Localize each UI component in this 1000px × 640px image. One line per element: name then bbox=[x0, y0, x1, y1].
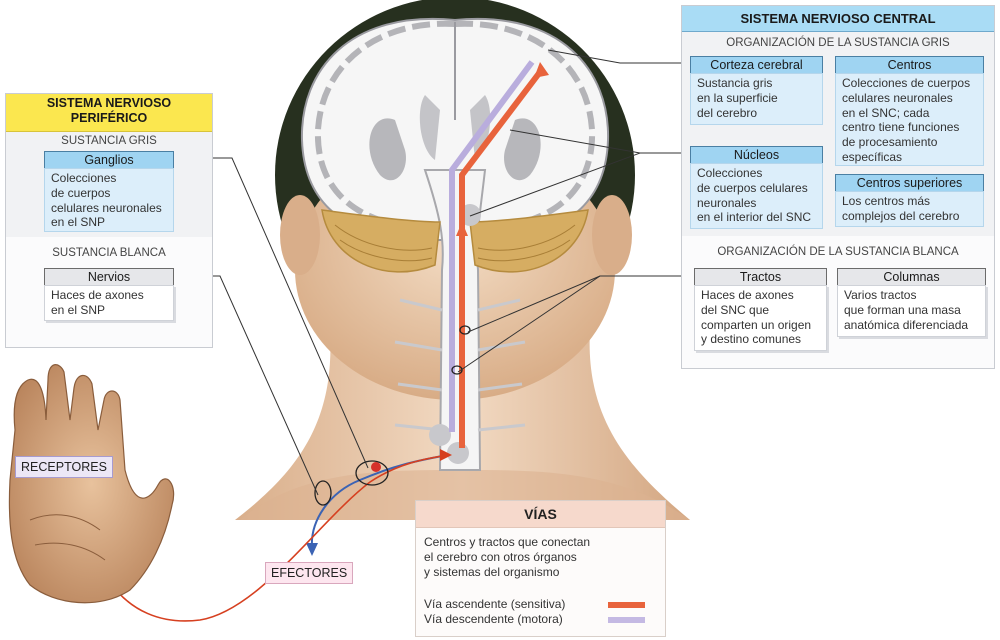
legend-ascending-label: Vía ascendente (sensitiva) bbox=[424, 597, 566, 611]
ascending-arrow-top bbox=[534, 62, 549, 78]
cord-ganglion-right bbox=[447, 442, 469, 464]
vias-title: VÍAS bbox=[416, 501, 665, 528]
snc-gray-label: ORGANIZACIÓN DE LA SUSTANCIA GRIS bbox=[726, 37, 950, 49]
legend-descending-label: Vía descendente (motora) bbox=[424, 612, 563, 626]
corteza-tag: Corteza cerebral bbox=[690, 56, 823, 75]
snp-panel: SISTEMA NERVIOSO PERIFÉRICO SUSTANCIA GR… bbox=[5, 93, 213, 348]
vias-panel: VÍAS Centros y tractos que conectan el c… bbox=[415, 500, 666, 637]
hand bbox=[8, 364, 175, 604]
vias-description: Centros y tractos que conectan el cerebr… bbox=[424, 535, 591, 579]
centros-desc: Colecciones de cuerpos celulares neurona… bbox=[835, 73, 984, 166]
right-ear bbox=[592, 195, 632, 275]
tractos-desc: Haces de axones del SNC que comparten un… bbox=[694, 285, 827, 351]
centros-superiores-tag: Centros superiores bbox=[835, 174, 984, 193]
efector-arrow bbox=[306, 543, 318, 556]
snp-title: SISTEMA NERVIOSO PERIFÉRICO bbox=[6, 94, 212, 132]
snc-panel: SISTEMA NERVIOSO CENTRAL ORGANIZACIÓN DE… bbox=[681, 5, 995, 369]
sensory-arrow bbox=[440, 449, 452, 461]
nucleos-desc: Colecciones de cuerpos celulares neurona… bbox=[690, 163, 823, 229]
snp-white-label: SUSTANCIA BLANCA bbox=[52, 247, 166, 259]
cord-ganglion-left bbox=[429, 424, 451, 446]
legend-ascending-swatch bbox=[608, 602, 645, 608]
nervios-desc: Haces de axones en el SNP bbox=[44, 285, 174, 321]
ganglios-desc: Colecciones de cuerpos celulares neurona… bbox=[44, 168, 174, 232]
receptores-label: RECEPTORES bbox=[15, 456, 113, 478]
ascending-pathway bbox=[459, 70, 543, 448]
legend-descending-swatch bbox=[608, 617, 645, 623]
columnas-desc: Varios tractos que forman una masa anató… bbox=[837, 285, 986, 337]
left-ear bbox=[280, 195, 320, 275]
ascending-arrow-mid bbox=[456, 222, 468, 236]
snc-title: SISTEMA NERVIOSO CENTRAL bbox=[682, 6, 994, 32]
centros-superiores-desc: Los centros más complejos del cerebro bbox=[835, 191, 984, 227]
efectores-label: EFECTORES bbox=[265, 562, 354, 584]
ganglion-cell bbox=[371, 462, 381, 472]
snp-gray-label: SUSTANCIA GRIS bbox=[61, 135, 157, 147]
cerebellum bbox=[321, 209, 589, 273]
corteza-desc: Sustancia gris en la superficie del cere… bbox=[690, 73, 823, 125]
nervios-tag: Nervios bbox=[44, 268, 174, 287]
nucleos-tag: Núcleos bbox=[690, 146, 823, 165]
snc-white-label: ORGANIZACIÓN DE LA SUSTANCIA BLANCA bbox=[717, 246, 959, 258]
descending-pathway bbox=[449, 60, 535, 432]
